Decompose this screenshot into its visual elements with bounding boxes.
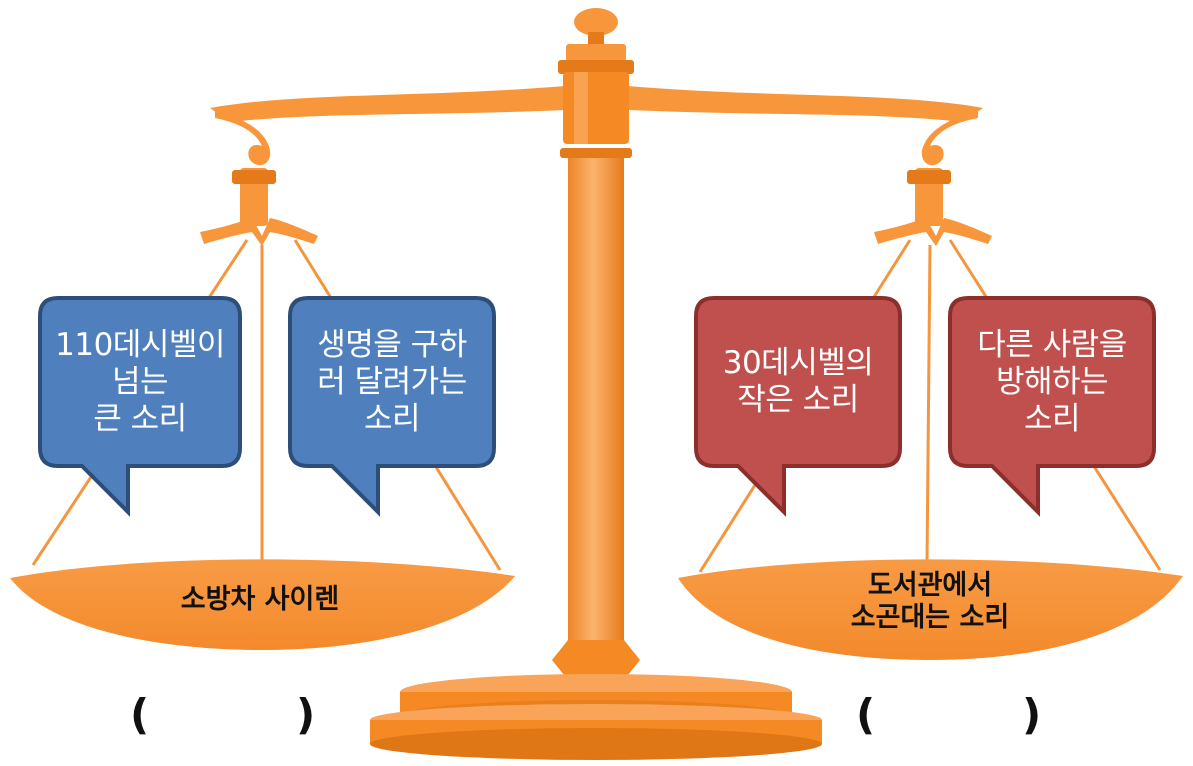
right-answer-open-paren: ( [856,690,876,739]
pan-label-line: 소곤대는 소리 [850,602,1010,633]
left-bubble-2-shape [288,296,496,517]
pole-ornament [552,640,640,680]
right-bubble-2: 다른 사람을 방해하는 소리 [950,300,1154,464]
right-bubble-1-shape [694,296,902,517]
bubble-line: 러 달려가는 [317,363,467,400]
right-answer-close-paren: ) [1022,690,1042,739]
bubble-line: 넘는 [111,363,169,400]
scale-top-finial [558,8,634,144]
left-bubble-1-shape [38,296,242,517]
bubble-line: 생명을 구하 [317,326,467,363]
bubble-line: 큰 소리 [93,400,187,437]
left-pan-label: 소방차 사이렌 [60,584,460,616]
bubble-line: 소리 [1023,400,1081,437]
bubble-line: 30데시벨의 [722,345,874,381]
scale-beam [210,86,565,122]
right-bubble-1: 30데시벨의 작은 소리 [696,300,900,464]
left-answer-open-paren: ( [130,690,150,739]
scale-pole [568,152,624,652]
pan-label-line: 도서관에서 [867,570,993,601]
right-pan [678,559,1183,660]
left-hook [200,110,318,246]
bubble-line: 작은 소리 [737,382,859,418]
scale-base [370,674,822,760]
scale-beam-right [628,86,983,122]
bubble-line: 방해하는 [995,363,1109,400]
bubble-line: 110데시벨이 [55,326,225,363]
left-answer-close-paren: ) [296,690,316,739]
left-pan [10,559,515,650]
bubble-line: 다른 사람을 [977,326,1127,363]
right-bubble-2-shape [948,296,1156,517]
right-hook [874,110,992,246]
bubble-line: 소리 [363,400,421,437]
left-bubble-1: 110데시벨이 넘는 큰 소리 [40,300,240,464]
pan-label-line: 소방차 사이렌 [180,584,340,615]
right-pan-label: 도서관에서 소곤대는 소리 [730,570,1130,634]
left-bubble-2: 생명을 구하 러 달려가는 소리 [290,300,494,464]
